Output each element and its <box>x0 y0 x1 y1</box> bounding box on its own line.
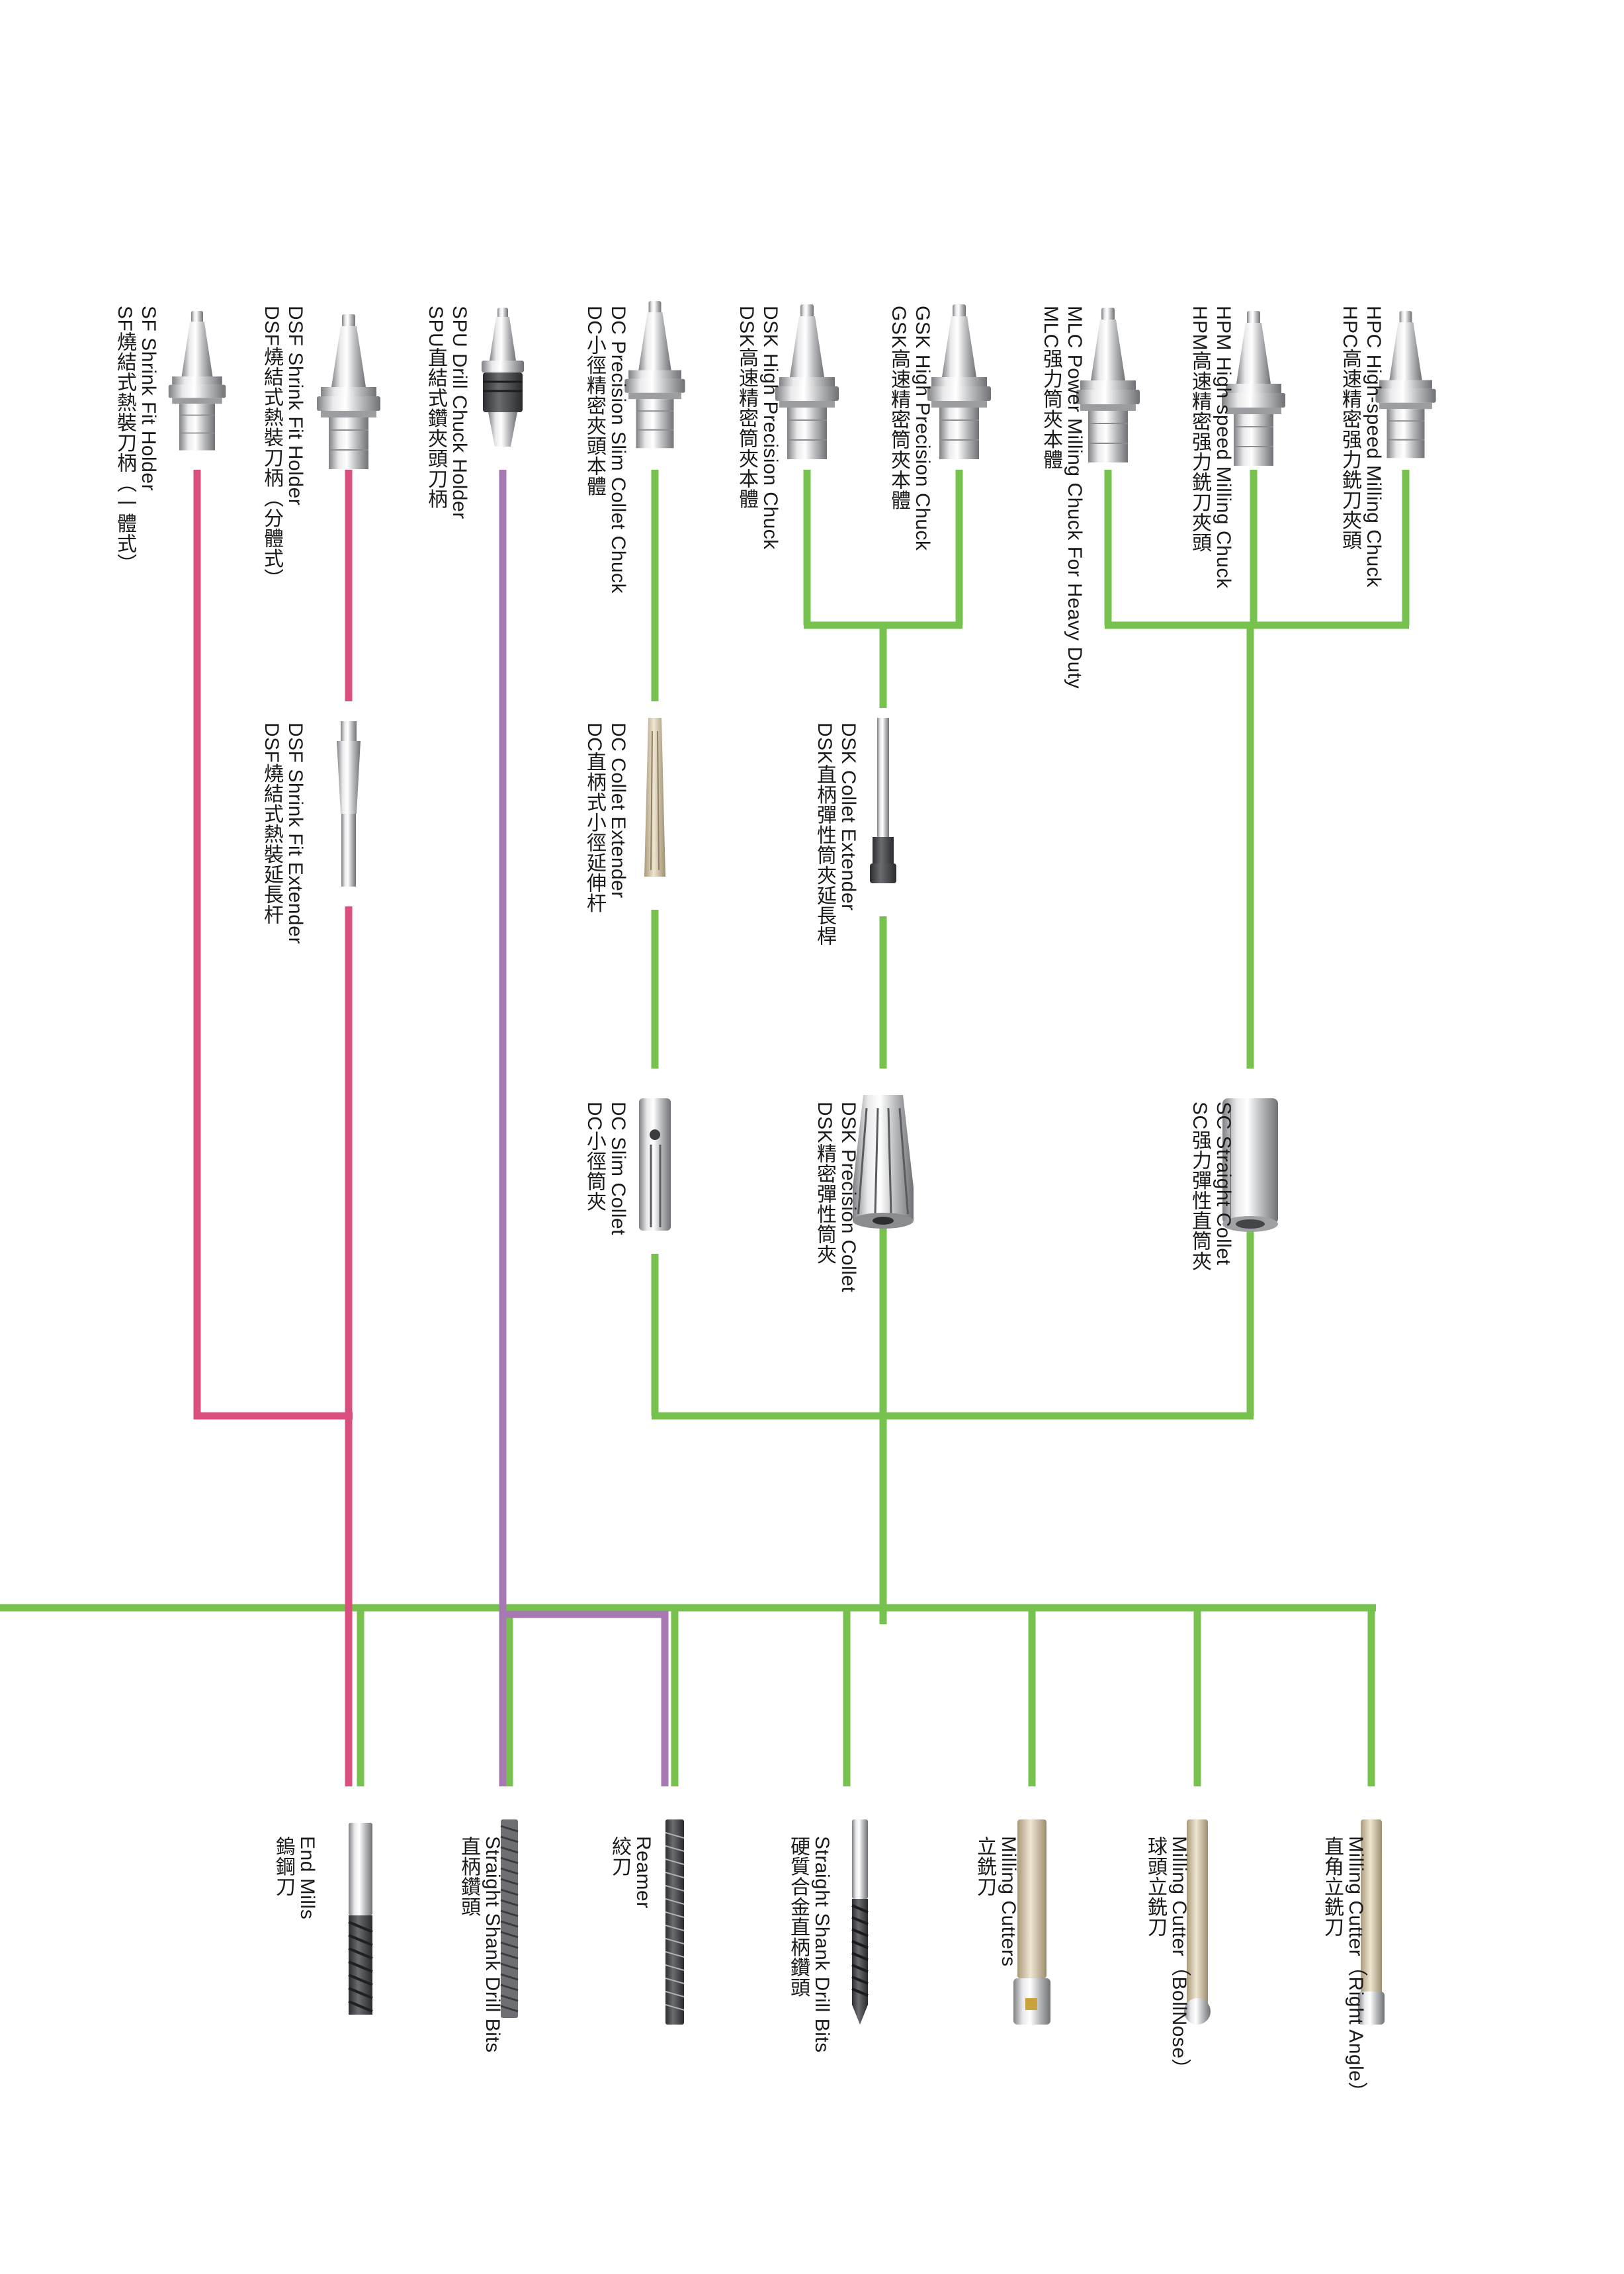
dc-holder-image <box>624 300 686 449</box>
gsk-dsk-bracket <box>803 470 963 629</box>
dsk-holder-image <box>775 304 839 460</box>
carbide-drill-image <box>851 1819 869 2025</box>
sc-collet-image <box>1222 1098 1278 1232</box>
cutter-label-right-angle: Milling Cutter（Right Angle）直角立銑刀 <box>1321 1836 1367 2102</box>
spu-holder-image <box>480 306 525 448</box>
dsk-extender-image <box>870 718 896 883</box>
dsf-extender-image <box>337 721 361 887</box>
indexable-cutter-image <box>1013 1819 1050 2025</box>
reamer-image <box>665 1819 685 2025</box>
connection-lines <box>0 470 1410 1786</box>
sf-holder-image <box>167 310 227 451</box>
drill-chuck-line <box>499 470 669 1786</box>
dc-slim-collet-image <box>639 1098 671 1231</box>
ball-nose-cutter-image <box>1184 1819 1211 2025</box>
dsf-holder-image <box>316 314 381 470</box>
cutter-drop-lines <box>357 1608 1375 1786</box>
shrink-fit-line <box>193 470 353 1786</box>
cutter-label-ball-nose: Milling Cutter（BollNose）球頭立銑刀 <box>1144 1836 1190 2079</box>
gsk-holder-image <box>927 304 992 460</box>
hss-drill-image <box>500 1819 519 2018</box>
right-angle-cutter-image <box>1358 1819 1385 2025</box>
dc-extender-image <box>644 718 665 877</box>
dsk-precision-collet-image <box>853 1095 914 1229</box>
product-images <box>167 300 1437 2025</box>
end-mill-image <box>348 1823 373 2015</box>
hpc-hpm-mlc-bracket <box>1104 470 1410 629</box>
